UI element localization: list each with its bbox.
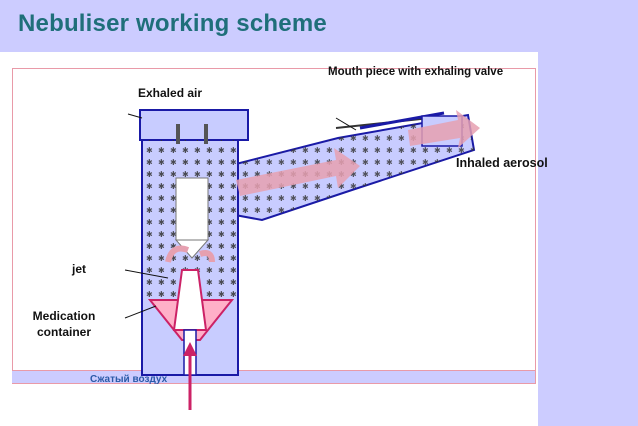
label-exhaled-air: Exhaled air xyxy=(138,86,203,100)
inhaled-aerosol-arrow xyxy=(236,110,480,196)
title-band xyxy=(0,0,538,52)
label-medication-container: Medication container xyxy=(32,309,96,339)
exhaled-leader xyxy=(127,113,143,119)
nebuliser-body xyxy=(139,109,249,376)
mouthpiece-leader xyxy=(335,117,357,131)
compressed-air-arrow xyxy=(183,342,197,410)
medication-leader xyxy=(124,305,157,319)
page-title: Nebuliser working scheme xyxy=(18,10,327,37)
label-compressed-air: Сжатый воздух xyxy=(90,374,168,385)
medication-container xyxy=(147,269,235,376)
label-inhaled-aerosol: Inhaled aerosol xyxy=(456,156,548,170)
jet-leader xyxy=(124,269,169,279)
label-mouth-piece: Mouth piece with exhaling valve xyxy=(328,66,504,78)
side-panel xyxy=(538,0,638,426)
nebuliser-diagram: ✱ xyxy=(124,109,480,410)
label-jet: jet xyxy=(72,262,87,276)
